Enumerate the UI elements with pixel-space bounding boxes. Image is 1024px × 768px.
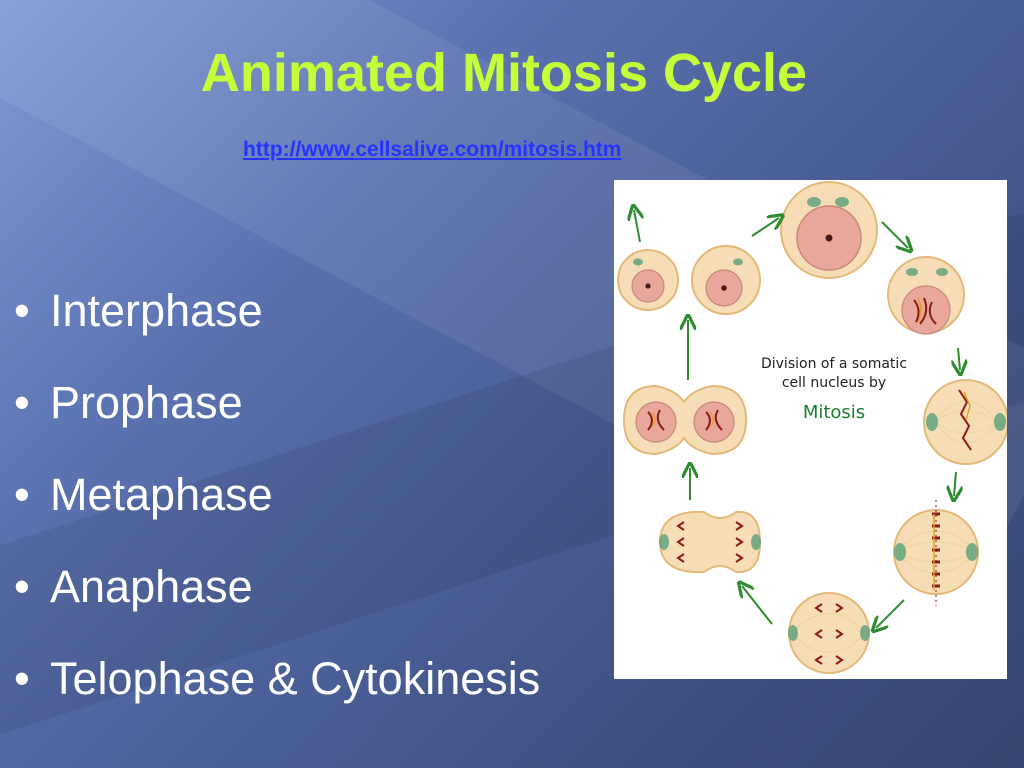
mitosis-cycle-figure: Division of a somatic cell nucleus by Mi… — [614, 180, 1007, 679]
bullet-dot: • — [14, 377, 30, 428]
cell-prophase — [887, 256, 965, 335]
bullet-metaphase: • Metaphase — [14, 468, 540, 560]
bullet-text: Prophase — [50, 377, 243, 428]
mitosis-diagram: Division of a somatic cell nucleus by Mi… — [617, 181, 1007, 674]
bullet-anaphase: • Anaphase — [14, 560, 540, 652]
cycle-arrows — [634, 210, 960, 628]
cell-interphase — [780, 181, 878, 279]
bullet-dot: • — [14, 469, 30, 520]
bullet-text: Metaphase — [50, 469, 273, 520]
arrow-to-prometaphase — [958, 347, 960, 370]
arrow-to-metaphase — [954, 471, 956, 496]
figure-caption-line2: cell nucleus by — [782, 375, 886, 391]
cell-metaphase — [893, 500, 979, 606]
bullet-prophase: • Prophase — [14, 376, 540, 468]
cell-daughter-right — [691, 245, 761, 315]
phase-list: • Interphase • Prophase • Metaphase • Anapha… — [14, 284, 540, 744]
cell-prometaphase — [923, 379, 1007, 465]
arrow-to-prophase — [881, 221, 908, 248]
arrow-to-telophase — [742, 586, 773, 625]
figure-caption-mitosis: Mitosis — [803, 402, 865, 423]
cell-anaphase — [788, 592, 870, 674]
arrow-to-cycle-start — [634, 210, 640, 243]
arrow-to-interphase — [751, 218, 779, 237]
bullet-telophase-cytokinesis: • Telophase & Cytokinesis — [14, 652, 540, 744]
bullet-dot: • — [14, 653, 30, 704]
cell-daughter-left — [617, 249, 679, 311]
bullet-text: Anaphase — [50, 561, 253, 612]
cell-telophase — [658, 510, 762, 574]
arrow-to-anaphase — [876, 599, 905, 628]
cell-cytokinesis — [622, 384, 748, 456]
cellsalive-link[interactable]: http://www.cellsalive.com/mitosis.htm — [243, 138, 622, 161]
bullet-text: Telophase & Cytokinesis — [50, 653, 541, 704]
bullet-dot: • — [14, 561, 30, 612]
figure-caption-line1: Division of a somatic — [761, 356, 907, 372]
bullet-dot: • — [14, 285, 30, 336]
bullet-interphase: • Interphase — [14, 284, 540, 376]
bullet-text: Interphase — [50, 285, 263, 336]
slide-title: Animated Mitosis Cycle — [200, 43, 808, 103]
